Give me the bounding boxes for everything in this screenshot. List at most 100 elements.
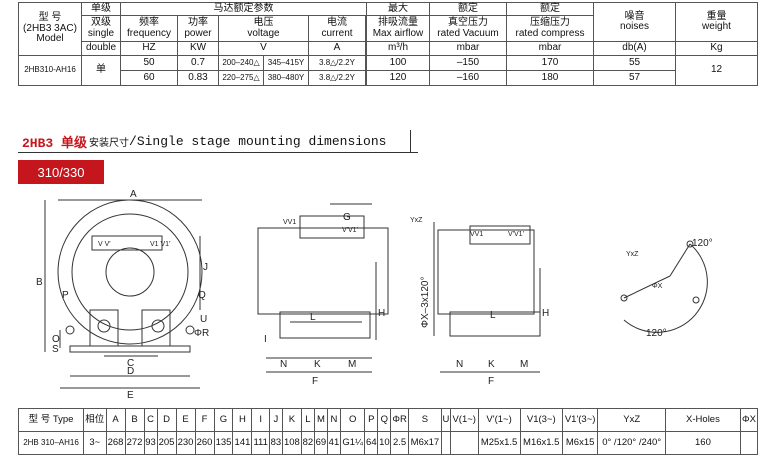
dims-value: 230 — [175, 431, 196, 455]
weight-header: 重量 weight — [675, 2, 758, 42]
dims-value: M6x17 — [407, 431, 443, 455]
airflow-cn: 排吸流量 — [378, 17, 418, 28]
dims-value: 3~ — [83, 431, 107, 455]
stage-single: single — [87, 27, 115, 39]
size-badge: 310/330 — [18, 160, 104, 184]
label-V: V V' — [98, 241, 111, 248]
dims-header: E — [175, 408, 196, 432]
label-I: I — [264, 334, 267, 345]
dims-header: N — [326, 408, 341, 432]
label-L: L — [310, 312, 316, 323]
label-B: B — [36, 277, 43, 288]
rear-labels: YxZ ΦX–3x120° H F N K M L VV1 V'V1' — [410, 217, 549, 387]
label-E: E — [127, 390, 134, 401]
volt-cn: 电压 — [253, 17, 274, 28]
label-angle-2: 120° — [646, 328, 667, 339]
model-header: 型 号 (2HB3 3AC) Model — [18, 2, 82, 56]
current-cell: 3.8△/2.2Y — [308, 70, 366, 86]
dims-value: M25x1.5 — [477, 431, 521, 455]
dims-value: M16x1.5 — [519, 431, 563, 455]
dims-value: 10 — [377, 431, 392, 455]
front-housing-outer — [57, 199, 203, 345]
label-L2: L — [490, 310, 496, 321]
label-YxZ: YxZ — [410, 217, 423, 224]
dims-header: K — [281, 408, 302, 432]
compress-en: rated compress — [515, 27, 585, 39]
dims-header: V(1~) — [449, 408, 479, 432]
side-labels: G H I L N K M F VV1 V'V1' — [264, 212, 385, 387]
dims-header: V1(3~) — [519, 408, 563, 432]
label-VV1: VV1 — [283, 219, 296, 226]
dims-value: 141 — [232, 431, 253, 455]
dims-header: J — [268, 408, 283, 432]
label-S: S — [52, 344, 59, 355]
dims-header: H — [232, 408, 253, 432]
label-Q: Q — [198, 290, 206, 301]
label-VV1b: VV1 — [470, 231, 483, 238]
power-en: power — [184, 27, 212, 39]
spec-row: 2HB310-AH16 单 50 0.7 200–240△ 345–415Y 3… — [18, 55, 758, 86]
dims-header: ΦX — [739, 408, 759, 432]
label-N2: N — [456, 359, 463, 370]
flange-hole-3 — [692, 296, 700, 304]
dims-value — [441, 431, 451, 455]
mounting-drawings: A B J P Q U ΦR O C D E S V V' V1 V1' G H… — [36, 189, 713, 401]
dims-header: P — [364, 408, 379, 432]
title-main: 2HB3 单级 — [22, 135, 88, 151]
freq-en: frequency — [127, 27, 171, 39]
front-left-hole — [97, 319, 111, 333]
model-header-sub: (2HB3 3AC) — [23, 22, 77, 34]
dims-header: A — [105, 408, 126, 432]
front-housing-mid — [71, 213, 189, 331]
dims-header: I — [251, 408, 270, 432]
label-K2: K — [488, 359, 495, 370]
label-F2: F — [488, 376, 494, 387]
label-H: H — [378, 308, 385, 319]
front-labels: A B J P Q U ΦR O C D E S V V' V1 V1' — [36, 189, 209, 401]
dims-value: 69 — [313, 431, 328, 455]
volt-en: voltage — [247, 27, 280, 39]
dims-value: 108 — [281, 431, 302, 455]
label-R: ΦR — [194, 328, 209, 339]
title-underline — [18, 152, 418, 153]
flange-spoke-1 — [669, 243, 691, 277]
dims-header: U — [441, 408, 451, 432]
side-motor — [257, 227, 389, 315]
dims-header: M — [313, 408, 328, 432]
flange-view — [620, 240, 708, 333]
label-N: N — [280, 359, 287, 370]
dims-header: V'(1~) — [477, 408, 521, 432]
flange-labels: 120° 120° YxZ ΦX — [626, 238, 713, 339]
noise-header-en: noises — [620, 21, 649, 32]
dims-header: L — [300, 408, 315, 432]
dims-header: D — [156, 408, 177, 432]
section-title: 2HB3 单级 安装尺寸 /Single stage mounting dime… — [18, 130, 386, 152]
dims-value-row: 2HB 310–AH16 3~ 268 272 93 205 230 260 1… — [18, 431, 759, 455]
title-divider — [410, 130, 411, 152]
vacuum-en: rated Vacuum — [437, 27, 499, 39]
dims-value: 135 — [213, 431, 234, 455]
weight-cell: 12 — [675, 55, 758, 86]
dims-header: 相位 — [83, 408, 107, 432]
label-angle-1: 120° — [692, 238, 713, 249]
label-A: A — [130, 189, 137, 200]
dims-header: B — [124, 408, 145, 432]
front-foot-right — [185, 325, 195, 335]
dims-value: 268 — [105, 431, 126, 455]
dims-header: C — [143, 408, 158, 432]
dims-value: 111 — [251, 431, 270, 455]
side-view — [257, 203, 389, 373]
dims-header: F — [194, 408, 215, 432]
dims-header: YxZ — [597, 408, 666, 432]
label-V1: V1 V1' — [150, 241, 170, 248]
label-V1dash-b: V'V1' — [508, 231, 524, 238]
dims-header: G — [213, 408, 234, 432]
weight-header-en: weight — [702, 21, 731, 32]
label-O: O — [52, 334, 60, 345]
freq-cn: 频率 — [139, 17, 159, 28]
label-K: K — [314, 359, 321, 370]
front-foot-left — [65, 325, 75, 335]
weight-header-cn: 重量 — [706, 10, 727, 22]
